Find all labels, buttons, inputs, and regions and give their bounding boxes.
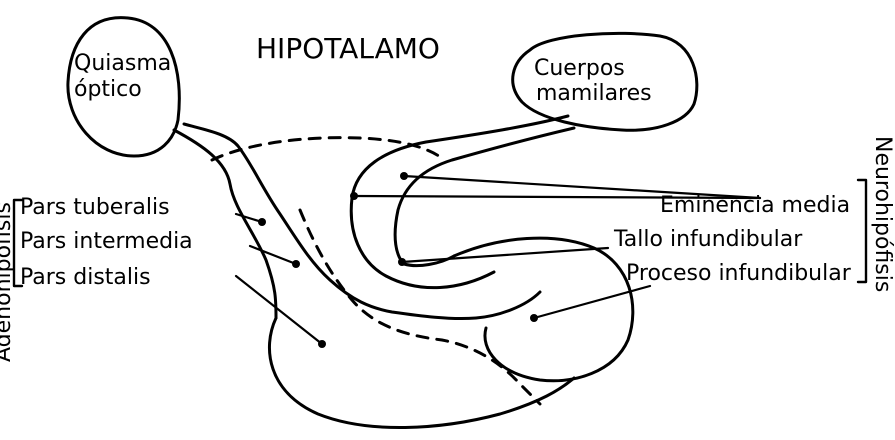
diagram-title: HIPOTALAMO	[256, 32, 440, 65]
mammillary-bodies-label-line1: Cuerpos	[534, 56, 625, 81]
leader-line-tuberalis	[236, 214, 262, 222]
posterior-lobe-outline	[454, 238, 633, 381]
neurohipofisis-group-label: Neurohipófisis	[870, 136, 895, 292]
proceso-infundibular-label: Proceso infundibular	[626, 261, 852, 286]
pars-tuberalis-label: Pars tuberalis	[20, 195, 170, 220]
leader-line-intermedia	[250, 246, 296, 264]
pars-intermedia-boundary	[300, 210, 540, 404]
adenohipofisis-group-label: Adenohipófisis	[0, 202, 16, 362]
anterior-lobe-outline	[269, 318, 574, 428]
eminencia-media-label: Eminencia media	[660, 193, 850, 218]
leader-line-tallo	[402, 248, 608, 262]
pars-distalis-label: Pars distalis	[20, 265, 151, 290]
neurohipofisis-bracket	[858, 180, 866, 282]
tallo-infundibular-label: Tallo infundibular	[613, 227, 803, 252]
leader-line-distalis	[236, 276, 322, 344]
mammillary-bodies-label-line2: mamilares	[536, 81, 652, 106]
infundibular-stalk-anterior-edge	[351, 116, 568, 288]
pars-tuberalis-inner-edge	[184, 124, 540, 319]
optic-chiasm-label-line2: óptico	[74, 77, 142, 102]
pars-intermedia-label: Pars intermedia	[20, 229, 193, 254]
optic-chiasm-label-line1: Quiasma	[74, 51, 171, 76]
